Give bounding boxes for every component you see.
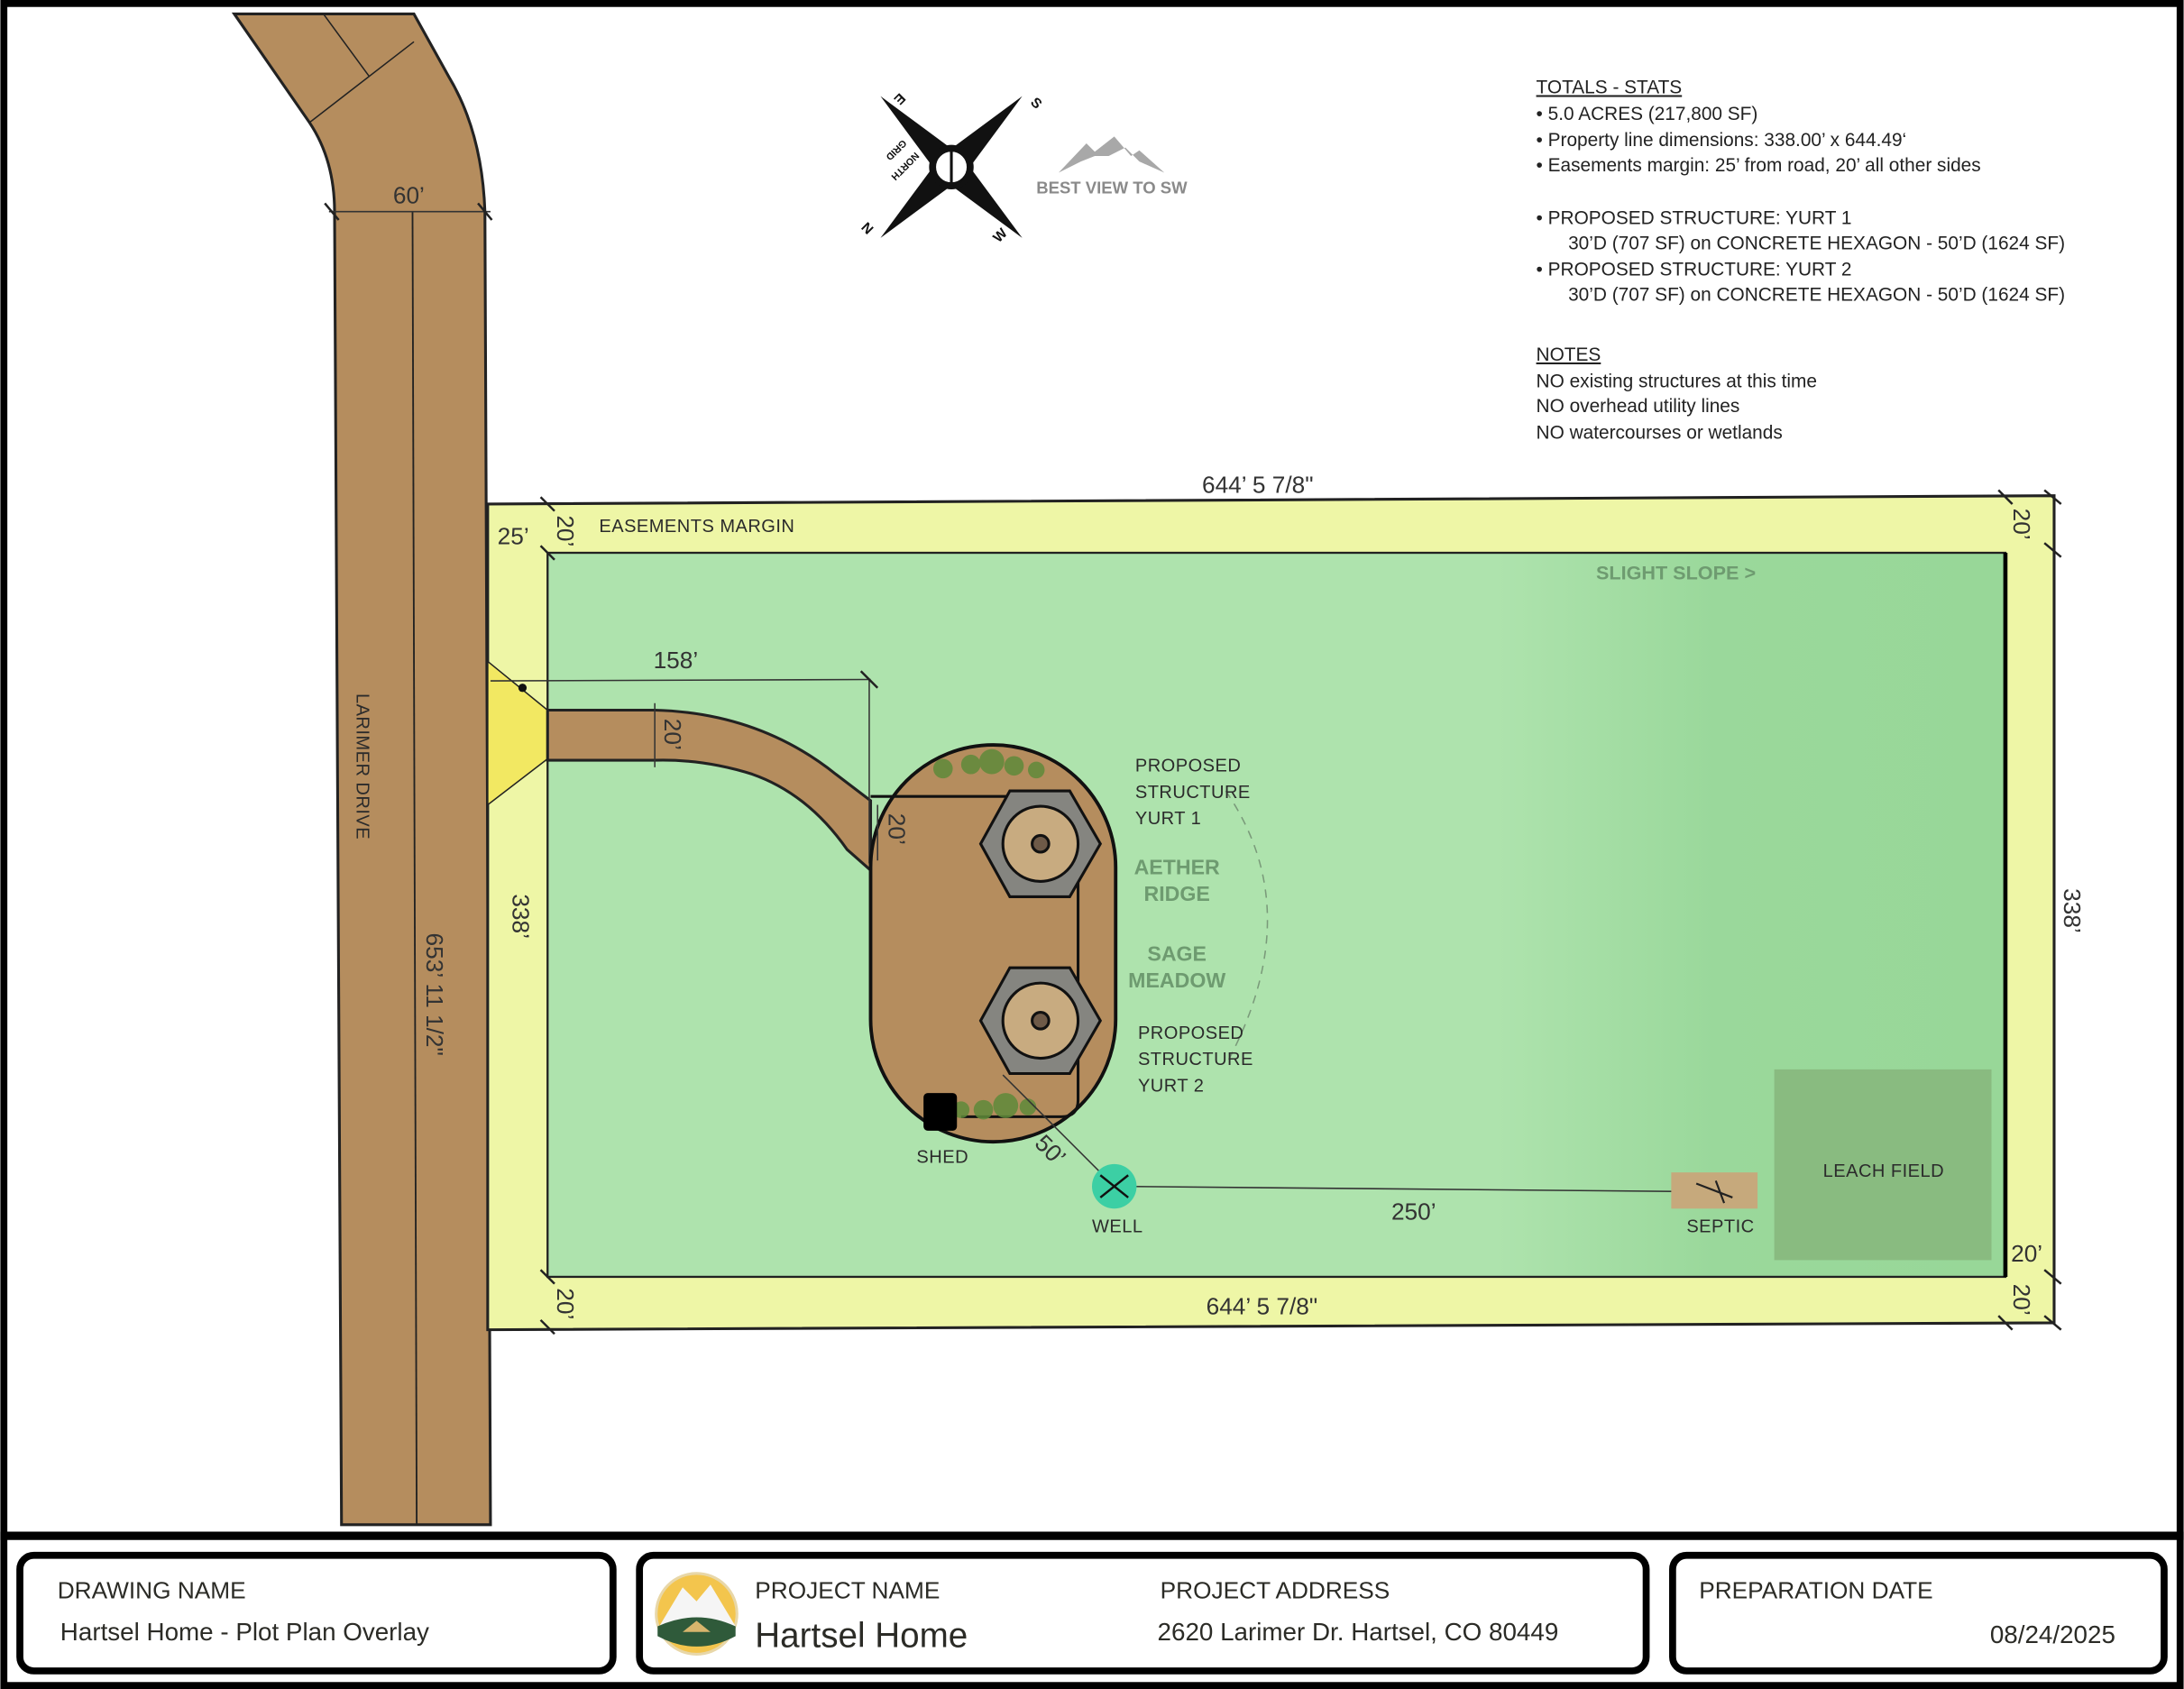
shed xyxy=(923,1093,958,1131)
svg-text:30’D (707 SF) on CONCRETE HEXA: 30’D (707 SF) on CONCRETE HEXAGON - 50’D… xyxy=(1568,233,2065,253)
driveway xyxy=(546,708,873,874)
yurt-2-label: PROPOSED STRUCTURE YURT 2 xyxy=(1138,1023,1253,1097)
svg-text:PROJECT NAME: PROJECT NAME xyxy=(755,1577,940,1604)
title-block-project: PROJECT NAME Hartsel Home PROJECT ADDRES… xyxy=(636,1551,1650,1675)
svg-text:• 5.0 ACRES (217,800 SF): • 5.0 ACRES (217,800 SF) xyxy=(1537,104,1758,124)
dimension-ticks xyxy=(539,489,2062,1336)
yurt-2 xyxy=(978,966,1103,1076)
aether-ridge-label: AETHER RIDGE xyxy=(1134,856,1220,905)
svg-text:SAGE: SAGE xyxy=(1147,941,1207,965)
svg-text:YURT 1: YURT 1 xyxy=(1135,809,1201,829)
setback-bottom-right-dim-b: 20’ xyxy=(2008,1284,2035,1316)
svg-text:Hartsel Home - Plot Plan Overl: Hartsel Home - Plot Plan Overlay xyxy=(60,1618,429,1646)
svg-text:YURT 2: YURT 2 xyxy=(1138,1077,1204,1097)
setback-top-left-dim: 20’ xyxy=(552,515,579,546)
svg-text:• Easements margin: 25’ from r: • Easements margin: 25’ from road, 20’ a… xyxy=(1537,155,1981,176)
left-width-dim: 338’ xyxy=(508,894,535,939)
septic-label: SEPTIC xyxy=(1686,1217,1754,1237)
slope-label: SLIGHT SLOPE > xyxy=(1596,561,1756,583)
svg-text:BEST VIEW TO SW: BEST VIEW TO SW xyxy=(1036,179,1188,197)
yurt-1 xyxy=(978,789,1103,898)
drive-length-dim: 158’ xyxy=(654,647,699,674)
svg-text:PREPARATION DATE: PREPARATION DATE xyxy=(1699,1577,1932,1604)
project-logo xyxy=(655,1572,739,1656)
leach-field-label: LEACH FIELD xyxy=(1823,1161,1944,1181)
totals-stats: TOTALS - STATS • 5.0 ACRES (217,800 SF) … xyxy=(1537,77,2065,305)
leach-field xyxy=(1774,1069,1992,1261)
svg-text:TOTALS - STATS: TOTALS - STATS xyxy=(1537,77,1683,97)
right-width-dim: 338’ xyxy=(2059,888,2086,933)
svg-text:• PROPOSED STRUCTURE: YURT 2: • PROPOSED STRUCTURE: YURT 2 xyxy=(1537,260,1852,280)
larimer-drive-road xyxy=(231,12,493,1527)
svg-text:Hartsel Home: Hartsel Home xyxy=(755,1617,968,1656)
yurt-1-label: PROPOSED STRUCTURE YURT 1 xyxy=(1135,756,1251,829)
title-block-date: PREPARATION DATE 08/24/2025 xyxy=(1669,1551,2168,1675)
shed-label: SHED xyxy=(916,1147,968,1167)
well-to-septic-dim: 250’ xyxy=(1391,1198,1436,1225)
svg-text:NO existing structures at this: NO existing structures at this time xyxy=(1537,371,1817,391)
setback-bottom-right-dim-a: 20’ xyxy=(2011,1240,2042,1267)
setback-bottom-left-dim: 20’ xyxy=(552,1288,579,1319)
svg-text:PROJECT ADDRESS: PROJECT ADDRESS xyxy=(1161,1577,1390,1604)
notes: NOTES NO existing structures at this tim… xyxy=(1537,344,1817,443)
bottom-length-dim: 644’ 5 7/8" xyxy=(1207,1293,1318,1320)
svg-text:NO overhead utility lines: NO overhead utility lines xyxy=(1537,396,1740,417)
road-width-dim: 60’ xyxy=(393,181,425,208)
svg-text:30’D (707 SF) on CONCRETE HEXA: 30’D (707 SF) on CONCRETE HEXAGON - 50’D… xyxy=(1568,285,2065,306)
road-name-label: LARIMER DRIVE xyxy=(353,693,372,840)
sage-meadow-label: SAGE MEADOW xyxy=(1128,941,1225,991)
svg-text:STRUCTURE: STRUCTURE xyxy=(1138,1050,1253,1069)
svg-text:08/24/2025: 08/24/2025 xyxy=(1990,1620,2115,1648)
svg-text:• PROPOSED STRUCTURE: YURT 1: • PROPOSED STRUCTURE: YURT 1 xyxy=(1537,208,1852,229)
svg-text:NOTES: NOTES xyxy=(1537,344,1601,365)
svg-text:• Property line dimensions: 33: • Property line dimensions: 338.00’ x 64… xyxy=(1537,130,1907,151)
svg-text:2620 Larimer Dr. Hartsel, CO 8: 2620 Larimer Dr. Hartsel, CO 80449 xyxy=(1158,1618,1559,1646)
buildable-lot xyxy=(546,551,2007,1279)
svg-text:MEADOW: MEADOW xyxy=(1128,968,1225,992)
svg-text:DRAWING NAME: DRAWING NAME xyxy=(58,1577,246,1604)
compass-rose-icon xyxy=(880,96,1023,238)
svg-text:NO watercourses or wetlands: NO watercourses or wetlands xyxy=(1537,422,1783,443)
svg-text:AETHER: AETHER xyxy=(1134,856,1220,879)
drive-width-dim: 20’ xyxy=(659,719,686,750)
pad-offset-dim: 20’ xyxy=(884,813,911,845)
view-arc xyxy=(1225,790,1269,1066)
title-block-drawing-name: DRAWING NAME Hartsel Home - Plot Plan Ov… xyxy=(16,1551,617,1675)
svg-text:STRUCTURE: STRUCTURE xyxy=(1135,783,1251,803)
setback-top-right-dim: 20’ xyxy=(2008,509,2035,540)
road-setback-dim: 25’ xyxy=(498,523,529,550)
svg-text:PROPOSED: PROPOSED xyxy=(1138,1023,1243,1043)
easement-label: EASEMENTS MARGIN xyxy=(599,517,794,537)
top-length-dim: 644’ 5 7/8" xyxy=(1202,472,1314,499)
road-length-dim: 653’ 11 1/2" xyxy=(421,933,448,1056)
well-label: WELL xyxy=(1092,1217,1143,1237)
svg-text:PROPOSED: PROPOSED xyxy=(1135,756,1241,776)
svg-text:RIDGE: RIDGE xyxy=(1144,882,1210,905)
